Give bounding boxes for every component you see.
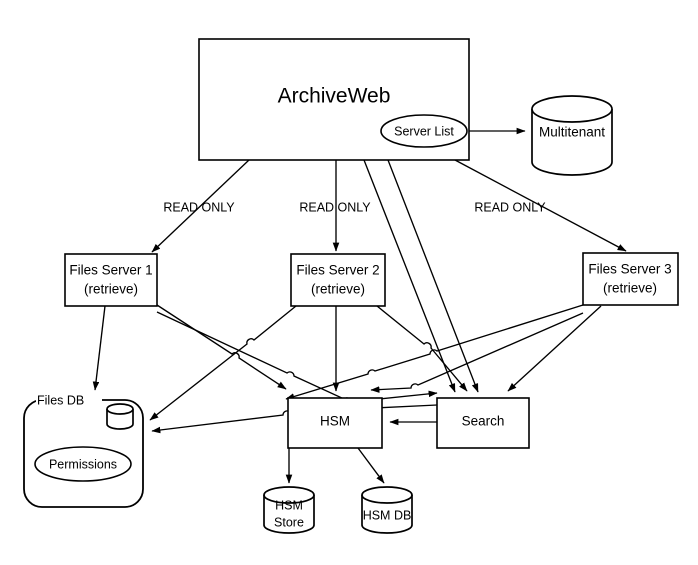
- edge-archiveweb-to-search: [387, 159, 479, 393]
- files-server-3-label-line2: (retrieve): [603, 281, 657, 296]
- node-hsm[interactable]: HSM: [287, 397, 383, 449]
- files-server-2-label-line2: (retrieve): [311, 282, 365, 297]
- node-hsm-db[interactable]: HSM DB: [361, 486, 413, 534]
- hsm-store-label-line1: HSM: [275, 498, 303, 512]
- edge-label-read-only-2: READ ONLY: [299, 200, 371, 214]
- hsm-label: HSM: [320, 414, 350, 429]
- permissions-label: Permissions: [49, 457, 117, 471]
- server-list-label: Server List: [394, 124, 454, 138]
- edge-files-server-3-to-files-db: [285, 304, 584, 400]
- edge-files-server-2-to-search: [376, 305, 468, 392]
- edge-files-server-2-to-files-db: [149, 305, 297, 421]
- search-label: Search: [462, 414, 505, 429]
- edge-label-read-only-3: READ ONLY: [474, 200, 546, 214]
- edge-files-server-3-to-search: [507, 305, 602, 392]
- hsm-store-label-line2: Store: [274, 515, 304, 529]
- hsm-db-label: HSM DB: [363, 508, 412, 522]
- files-server-1-label-line1: Files Server 1: [69, 263, 152, 278]
- files-server-2-label-line1: Files Server 2: [296, 263, 379, 278]
- archiveweb-label: ArchiveWeb: [278, 85, 391, 108]
- node-search[interactable]: Search: [436, 397, 530, 449]
- node-server-list[interactable]: Server List: [380, 114, 468, 148]
- edge-archiveweb-to-files-server-1: [151, 159, 250, 253]
- multitenant-label: Multitenant: [539, 125, 605, 140]
- files-server-3-label-line1: Files Server 3: [588, 262, 671, 277]
- node-files-server-2[interactable]: Files Server 2 (retrieve): [290, 253, 386, 307]
- node-files-server-1[interactable]: Files Server 1 (retrieve): [64, 253, 158, 307]
- edge-hsm-to-hsm-db: [357, 447, 385, 484]
- database-cylinder-icon: [106, 403, 134, 430]
- edge-archiveweb-to-hsm: [363, 159, 456, 393]
- edge-files-server-1-to-files-db: [92, 305, 106, 391]
- files-db-label-backing: [36, 392, 102, 408]
- edge-files-server-3-to-hsm: [370, 312, 584, 393]
- node-multitenant[interactable]: Multitenant: [531, 95, 613, 176]
- edge-label-read-only-1: READ ONLY: [163, 200, 235, 214]
- node-files-server-3[interactable]: Files Server 3 (retrieve): [582, 252, 679, 306]
- edge-files-server-1-to-hsm: [156, 304, 287, 390]
- node-permissions[interactable]: Permissions: [34, 446, 132, 482]
- files-db-label: Files DB: [37, 393, 84, 407]
- files-server-1-label-line2: (retrieve): [84, 282, 138, 297]
- edge-archiveweb-to-files-server-3: [454, 159, 627, 252]
- node-hsm-store[interactable]: HSM Store: [263, 486, 315, 534]
